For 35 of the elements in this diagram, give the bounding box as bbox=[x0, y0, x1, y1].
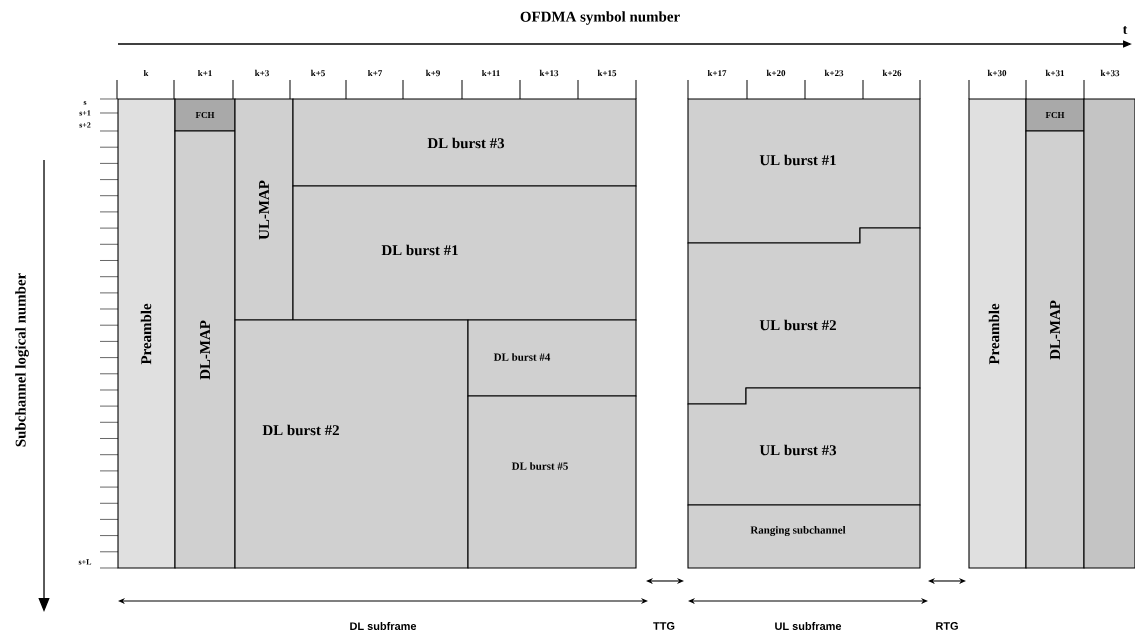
frame-band bbox=[1083, 98, 1135, 569]
burst-box: DL burst #4 bbox=[467, 319, 637, 397]
tick-label: k+30 bbox=[987, 69, 1007, 77]
map-band: UL-MAP bbox=[234, 98, 294, 321]
tick-label: k+15 bbox=[597, 69, 617, 77]
axis-label: t bbox=[1122, 26, 1128, 34]
dimension-label: TTG bbox=[653, 622, 675, 630]
fch-box: FCH bbox=[1025, 98, 1085, 132]
tick-label: k+3 bbox=[254, 69, 269, 77]
tick-label: k+20 bbox=[766, 69, 786, 77]
tick-label: k+26 bbox=[882, 69, 902, 77]
tick-label: k+33 bbox=[1100, 69, 1120, 77]
burst-box: UL burst #2 bbox=[687, 227, 921, 405]
tick-label: k+31 bbox=[1045, 69, 1065, 77]
tick-label: k+23 bbox=[824, 69, 844, 77]
axis-title: Subchannel logical number bbox=[15, 273, 29, 447]
tick-label: k bbox=[143, 69, 149, 77]
preamble-band: Preamble bbox=[117, 98, 176, 569]
dimension-label: RTG bbox=[936, 622, 958, 630]
burst-box: UL burst #3 bbox=[687, 387, 921, 506]
fch-box: FCH bbox=[174, 98, 236, 132]
axis-title: OFDMA symbol number bbox=[520, 11, 680, 25]
tick-label: k+11 bbox=[481, 69, 500, 77]
tick-label: k+13 bbox=[539, 69, 559, 77]
dimension-label: DL subframe bbox=[350, 621, 417, 630]
ranging-box: Ranging subchannel bbox=[687, 504, 921, 569]
tick-label: k+9 bbox=[425, 69, 440, 77]
dimension-label: UL subframe bbox=[775, 621, 842, 630]
map-band: DL-MAP bbox=[1025, 130, 1085, 569]
tick-label: k+1 bbox=[197, 69, 212, 77]
tick-label: k+17 bbox=[707, 69, 727, 77]
burst-box: UL burst #1 bbox=[687, 98, 921, 244]
tick-label: k+5 bbox=[310, 69, 325, 77]
tick-label: k+7 bbox=[367, 69, 383, 77]
preamble-band: Preamble bbox=[968, 98, 1027, 569]
